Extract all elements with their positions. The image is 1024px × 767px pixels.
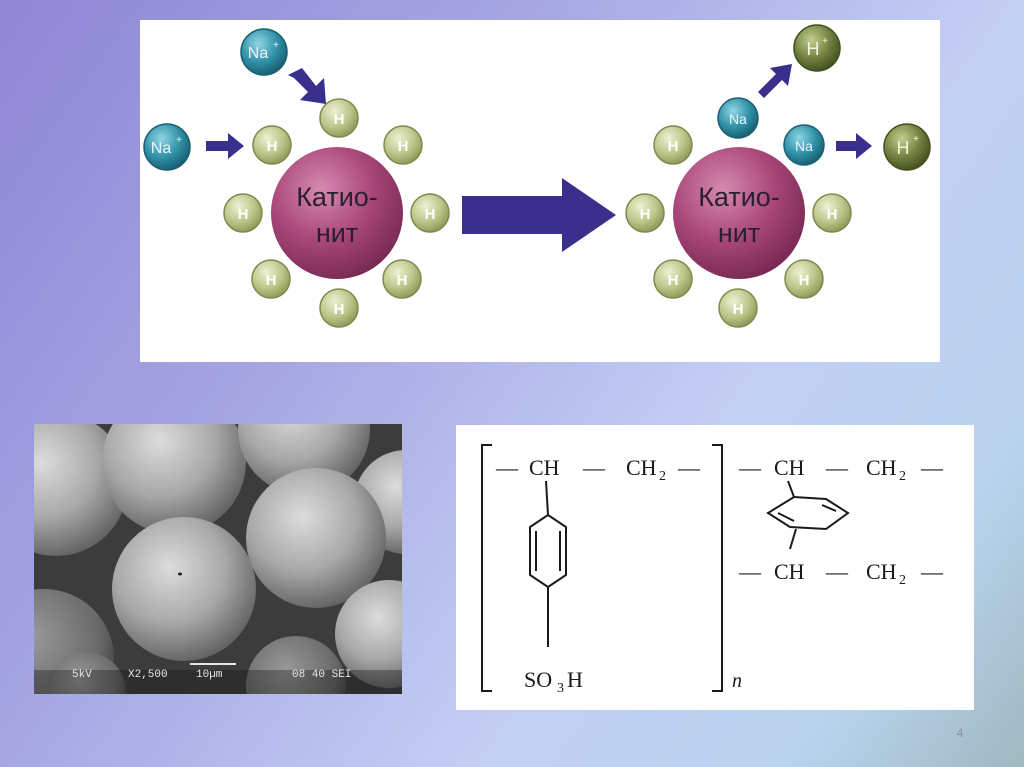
sem-voltage: 5kV: [72, 669, 92, 681]
svg-text:+: +: [822, 36, 828, 47]
bracket-left: [482, 445, 492, 691]
svg-text:Na: Na: [248, 45, 269, 62]
hydrogen-ball: H: [320, 289, 358, 327]
svg-text:Na: Na: [151, 140, 172, 157]
ch-group: CH: [774, 455, 805, 480]
arrow-icon: [206, 133, 244, 159]
ch2-group: CH 2: [626, 455, 666, 484]
svg-text:H: H: [567, 667, 583, 692]
bracket-right: [712, 445, 722, 691]
ch2-group: CH 2: [866, 455, 906, 484]
bond-dash: —: [495, 455, 519, 480]
bond-dash: —: [582, 455, 606, 480]
arrow-icon: [758, 64, 792, 98]
hydrogen-ion: H +: [794, 25, 840, 71]
sodium-ball: Na: [718, 98, 758, 138]
ch-group: CH: [774, 559, 805, 584]
ion-exchange-svg: H H H H H H H H Катио- нит Na + Na: [140, 20, 940, 362]
hydrogen-ion: H +: [884, 124, 930, 170]
svg-text:нит: нит: [718, 218, 760, 248]
bond-dash: —: [825, 455, 849, 480]
svg-text:+: +: [176, 135, 182, 146]
svg-text:H: H: [827, 206, 838, 223]
right-resin-cluster: Na H Na H H H H H Катио- нит H +: [626, 25, 930, 327]
bond-dash: —: [738, 455, 762, 480]
svg-text:H: H: [668, 272, 679, 289]
resin-sphere: Катио- нит: [271, 147, 403, 279]
svg-text:Na: Na: [729, 111, 747, 127]
bond-dash: —: [825, 559, 849, 584]
sodium-ion: Na +: [241, 29, 287, 75]
svg-text:Na: Na: [795, 138, 813, 154]
svg-text:2: 2: [899, 573, 906, 588]
svg-text:H: H: [668, 138, 679, 155]
hydrogen-ball: H: [719, 289, 757, 327]
bond-dash: —: [920, 455, 944, 480]
hydrogen-ball: H: [224, 194, 262, 232]
ion-exchange-diagram: H H H H H H H H Катио- нит Na + Na: [140, 20, 940, 362]
hydrogen-ball: H: [785, 260, 823, 298]
svg-text:H: H: [640, 206, 651, 223]
svg-text:+: +: [273, 40, 279, 51]
sem-micrograph: 5kV X2,500 10µm 08 40 SEI: [34, 424, 402, 694]
so3h-group: SO 3 H: [524, 667, 583, 696]
formula-svg: — CH — CH 2 — SO 3 H n — CH — CH 2 —: [456, 425, 974, 710]
sem-micrograph-svg: 5kV X2,500 10µm 08 40 SEI: [34, 424, 402, 694]
svg-text:H: H: [733, 301, 744, 318]
reaction-arrow-icon: [462, 178, 616, 252]
arrow-icon: [836, 133, 872, 159]
hydrogen-ball: H: [384, 126, 422, 164]
svg-text:H: H: [334, 111, 345, 128]
sodium-ball: Na: [784, 125, 824, 165]
svg-text:H: H: [267, 138, 278, 155]
svg-text:CH: CH: [626, 455, 657, 480]
hydrogen-ball: H: [252, 260, 290, 298]
svg-text:нит: нит: [316, 218, 358, 248]
svg-text:H: H: [238, 206, 249, 223]
svg-text:2: 2: [899, 469, 906, 484]
sem-code: 08 40 SEI: [292, 669, 351, 681]
ch2-group: CH 2: [866, 559, 906, 588]
svg-text:H: H: [807, 39, 820, 59]
hydrogen-ball: H: [320, 99, 358, 137]
arrow-icon: [288, 68, 326, 104]
sodium-ion: Na +: [144, 124, 190, 170]
svg-text:CH: CH: [866, 455, 897, 480]
svg-text:H: H: [266, 272, 277, 289]
hydrogen-ball: H: [411, 194, 449, 232]
svg-text:SO: SO: [524, 667, 552, 692]
repeat-n: n: [732, 670, 742, 692]
left-resin-cluster: H H H H H H H H Катио- нит Na + Na: [144, 29, 449, 327]
svg-text:H: H: [897, 138, 910, 158]
benzene-ring: [530, 481, 566, 647]
svg-text:H: H: [799, 272, 810, 289]
svg-text:Катио-: Катио-: [296, 182, 378, 212]
bond-dash: —: [677, 455, 701, 480]
sem-magnification: X2,500: [128, 669, 168, 681]
structural-formula: — CH — CH 2 — SO 3 H n — CH — CH 2 —: [456, 425, 974, 710]
svg-text:H: H: [397, 272, 408, 289]
svg-text:3: 3: [557, 681, 564, 696]
hydrogen-ball: H: [383, 260, 421, 298]
svg-text:H: H: [334, 301, 345, 318]
sem-scale-label: 10µm: [196, 669, 223, 681]
hydrogen-ball: H: [813, 194, 851, 232]
svg-text:H: H: [425, 206, 436, 223]
svg-text:CH: CH: [866, 559, 897, 584]
svg-text:Катио-: Катио-: [698, 182, 780, 212]
ch-group: CH: [529, 455, 560, 480]
bond-dash: —: [738, 559, 762, 584]
benzene-ring-crosslink: [768, 481, 848, 549]
slide-number: 4: [950, 726, 970, 740]
hydrogen-ball: H: [253, 126, 291, 164]
hydrogen-ball: H: [626, 194, 664, 232]
resin-sphere: Катио- нит: [673, 147, 805, 279]
hydrogen-ball: H: [654, 260, 692, 298]
svg-text:+: +: [913, 134, 919, 145]
hydrogen-ball: H: [654, 126, 692, 164]
svg-text:H: H: [398, 138, 409, 155]
svg-text:2: 2: [659, 469, 666, 484]
bond-dash: —: [920, 559, 944, 584]
